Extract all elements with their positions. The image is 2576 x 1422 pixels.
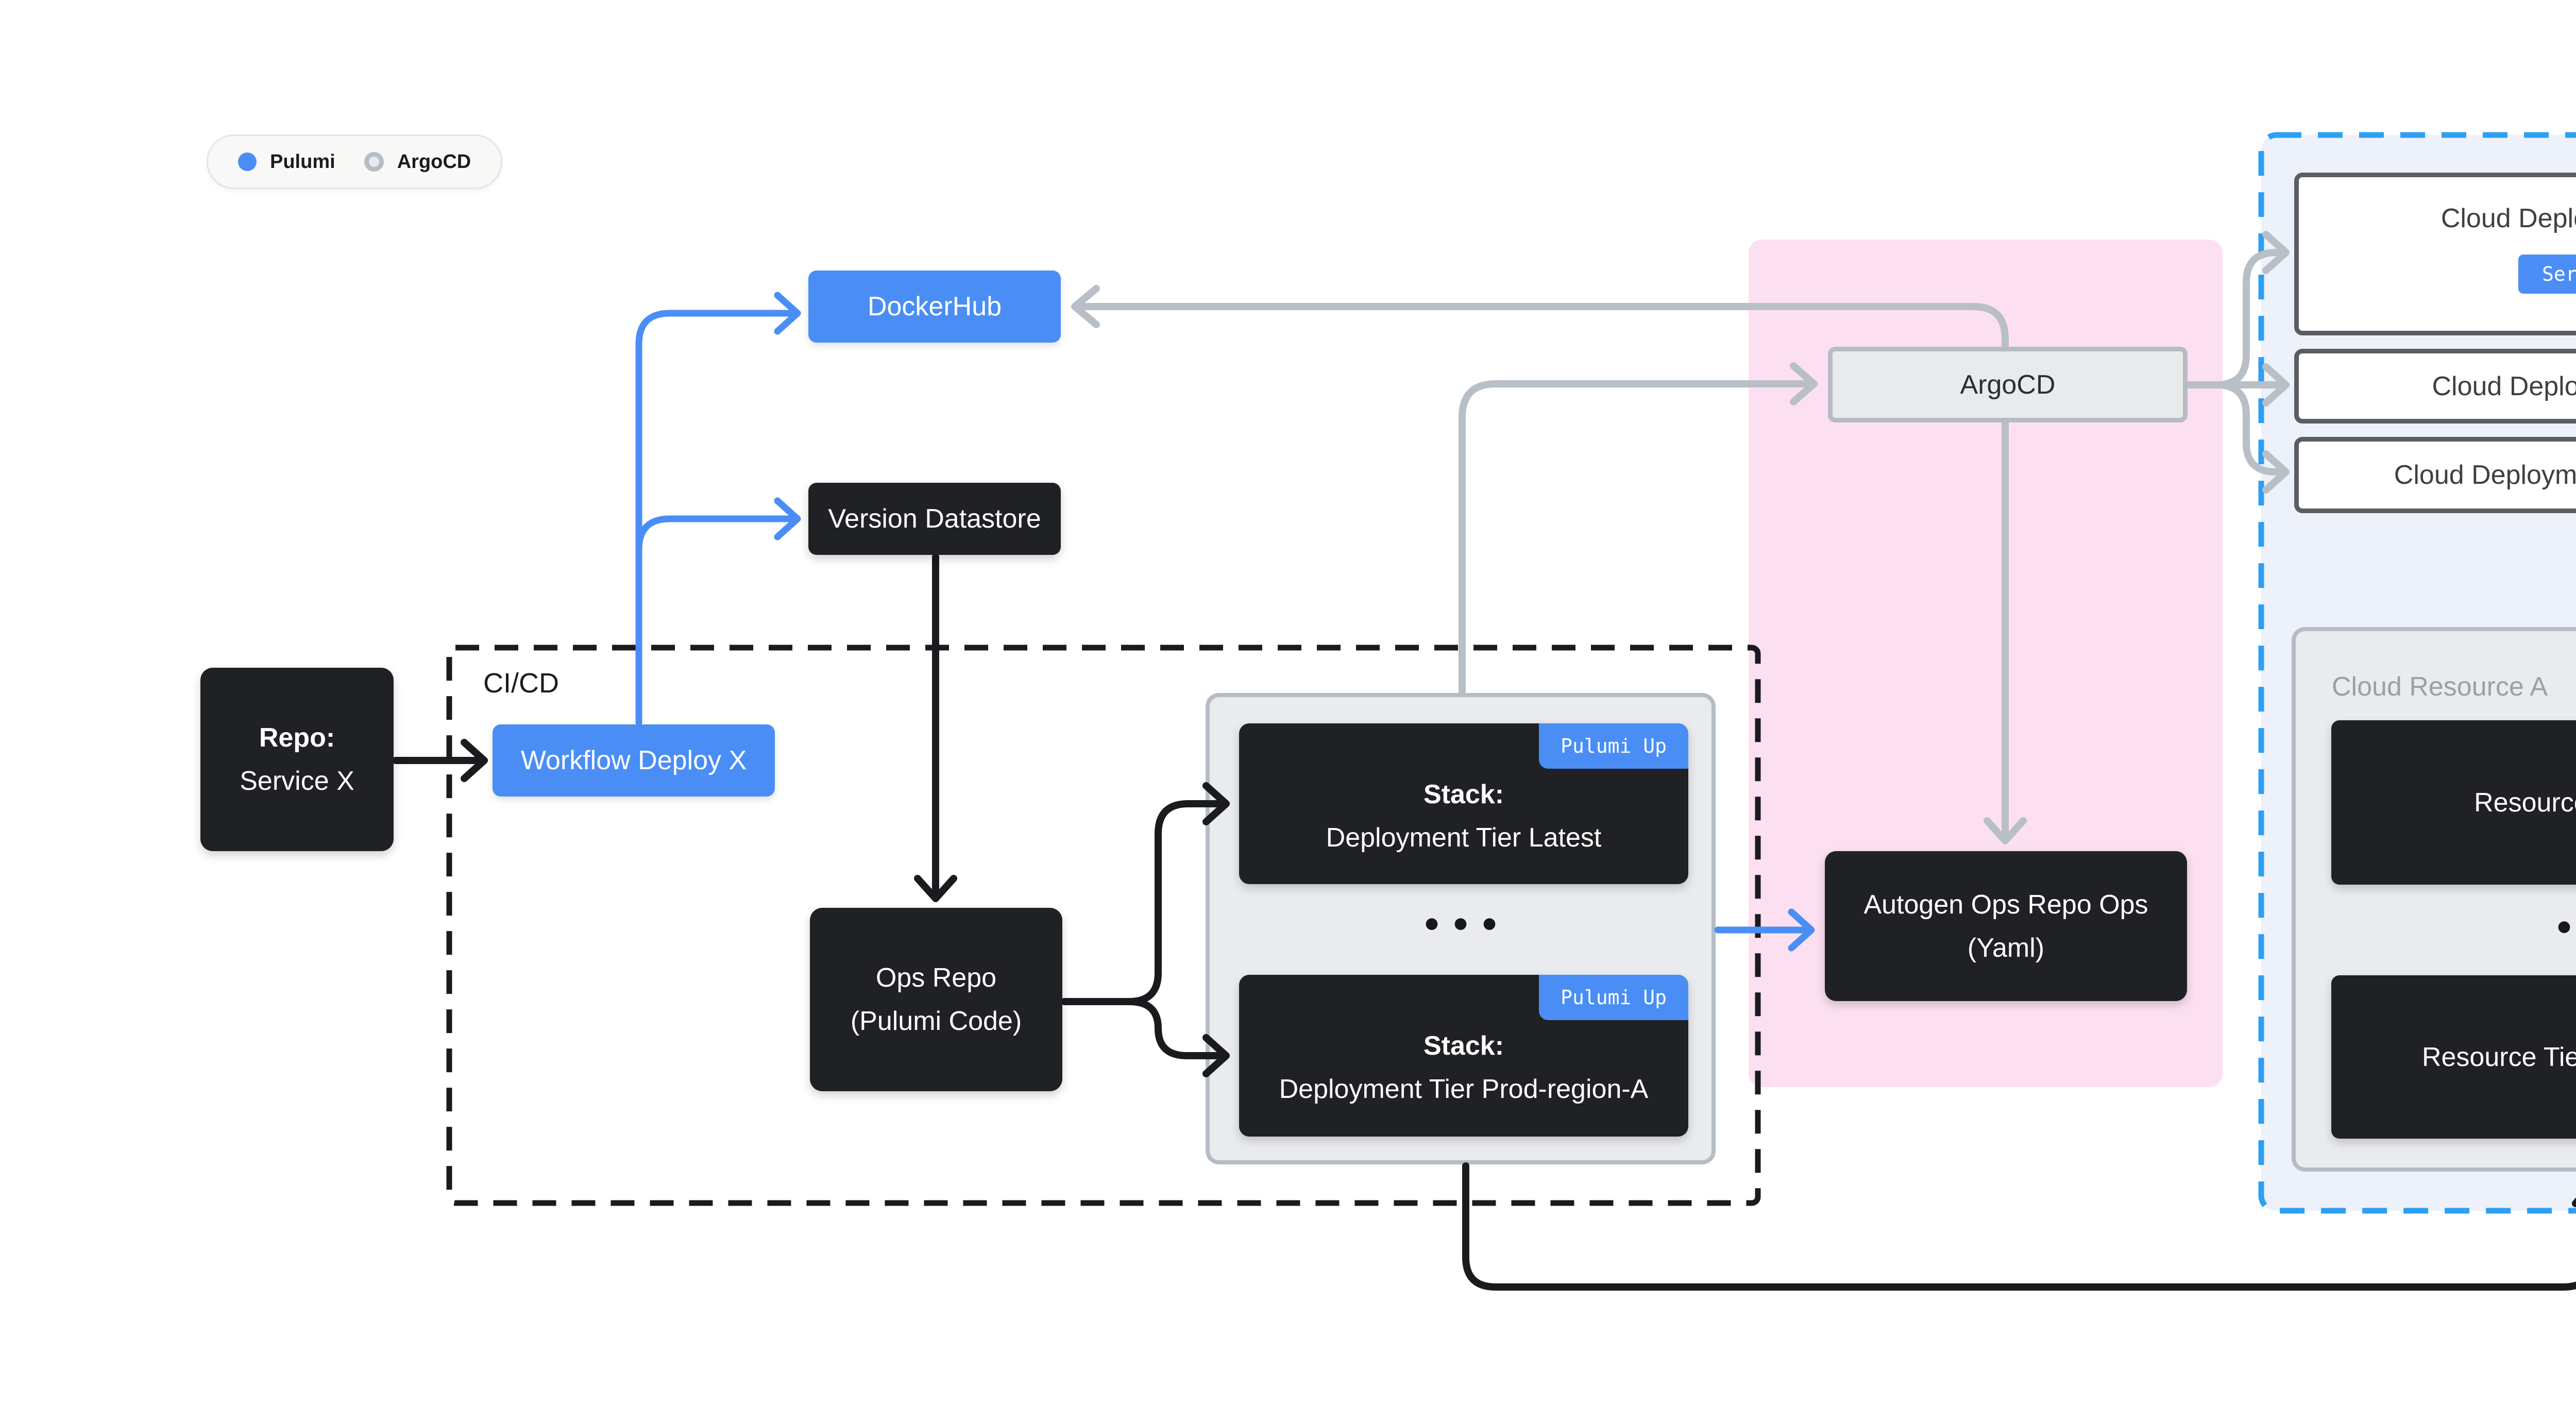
edge-repo-to-workflow bbox=[392, 739, 488, 782]
node-workflow-deploy-x: Workflow Deploy X bbox=[493, 724, 775, 797]
stack-latest-subtitle: Deployment Tier Latest bbox=[1326, 823, 1602, 853]
argocd-label: ArgoCD bbox=[1960, 369, 2056, 400]
node-cloud-deploy-latest: Cloud Deployment: Latest Service X bbox=[2294, 173, 2576, 335]
stack-prod-subtitle: Deployment Tier Prod-region-A bbox=[1279, 1074, 1649, 1104]
cloud-deploy-latest-label: Cloud Deployment: Latest bbox=[2441, 204, 2576, 233]
argocd-dot-icon bbox=[364, 152, 384, 172]
service-x-badge: Service X bbox=[2518, 255, 2576, 294]
legend-pulumi-label: Pulumi bbox=[270, 150, 335, 173]
node-ops-repo: Ops Repo (Pulumi Code) bbox=[810, 908, 1062, 1091]
edge-opsrepo-to-stack-latest bbox=[1061, 782, 1230, 1005]
stack-prod-title: Stack: bbox=[1423, 1031, 1504, 1061]
resource-tier-prod-label: Resource Tier Prod-Region-A bbox=[2421, 1042, 2576, 1072]
workflow-label: Workflow Deploy X bbox=[520, 746, 747, 775]
edge-workflow-to-version bbox=[635, 497, 801, 726]
legend-item-pulumi[interactable]: Pulumi bbox=[238, 151, 335, 173]
dockerhub-label: DockerHub bbox=[867, 292, 1002, 321]
stacks-ellipsis: ••• bbox=[1419, 903, 1507, 949]
node-argocd: ArgoCD bbox=[1828, 347, 2188, 422]
edge-opsrepo-to-stack-prod bbox=[1061, 998, 1230, 1077]
edge-version-to-opsrepo bbox=[914, 553, 957, 902]
node-stack-latest: Pulumi Up Stack: Deployment Tier Latest bbox=[1239, 723, 1688, 884]
ops-repo-subtitle: (Pulumi Code) bbox=[850, 1006, 1022, 1036]
cloud-deploy-prod-label: Cloud Deployment: Prod-region-A bbox=[2394, 460, 2576, 490]
legend-item-argocd[interactable]: ArgoCD bbox=[364, 151, 471, 173]
stack-latest-title: Stack: bbox=[1423, 780, 1504, 809]
legend-argocd-label: ArgoCD bbox=[397, 150, 471, 173]
node-version-datastore: Version Datastore bbox=[808, 483, 1061, 555]
node-dockerhub: DockerHub bbox=[808, 270, 1061, 343]
pulumi-dot-icon bbox=[238, 153, 257, 171]
cloud-resource-ellipsis: ••• bbox=[2493, 906, 2576, 952]
repo-title: Repo: bbox=[259, 723, 335, 753]
resource-tier-latest-label: Resource Tier Latest bbox=[2474, 787, 2576, 818]
ops-repo-title: Ops Repo bbox=[875, 963, 997, 993]
node-resource-tier-latest: Resource Tier Latest bbox=[2331, 720, 2576, 885]
repo-subtitle: Service X bbox=[240, 766, 354, 796]
legend: Pulumi ArgoCD bbox=[207, 134, 503, 189]
autogen-title: Autogen Ops Repo Ops bbox=[1863, 889, 2148, 920]
node-cloud-deploy-staging: Cloud Deployment: Staging bbox=[2294, 349, 2576, 424]
pulumi-up-badge: Pulumi Up bbox=[1539, 723, 1688, 769]
cloud-deploy-staging-label: Cloud Deployment: Staging bbox=[2432, 371, 2576, 401]
version-datastore-label: Version Datastore bbox=[828, 504, 1041, 534]
cloud-resource-label: Cloud Resource A bbox=[2332, 672, 2548, 702]
edge-workflow-to-dockerhub bbox=[635, 292, 801, 726]
node-repo-service-x: Repo: Service X bbox=[200, 668, 394, 851]
pulumi-up-badge: Pulumi Up bbox=[1539, 975, 1688, 1020]
node-resource-tier-prod: Resource Tier Prod-Region-A bbox=[2331, 975, 2576, 1139]
node-stack-prod: Pulumi Up Stack: Deployment Tier Prod-re… bbox=[1239, 975, 1688, 1137]
autogen-subtitle: (Yaml) bbox=[1967, 933, 2045, 963]
cicd-group-label: CI/CD bbox=[483, 668, 559, 699]
node-cloud-deploy-prod: Cloud Deployment: Prod-region-A bbox=[2294, 437, 2576, 513]
node-autogen-ops: Autogen Ops Repo Ops (Yaml) bbox=[1825, 851, 2187, 1001]
